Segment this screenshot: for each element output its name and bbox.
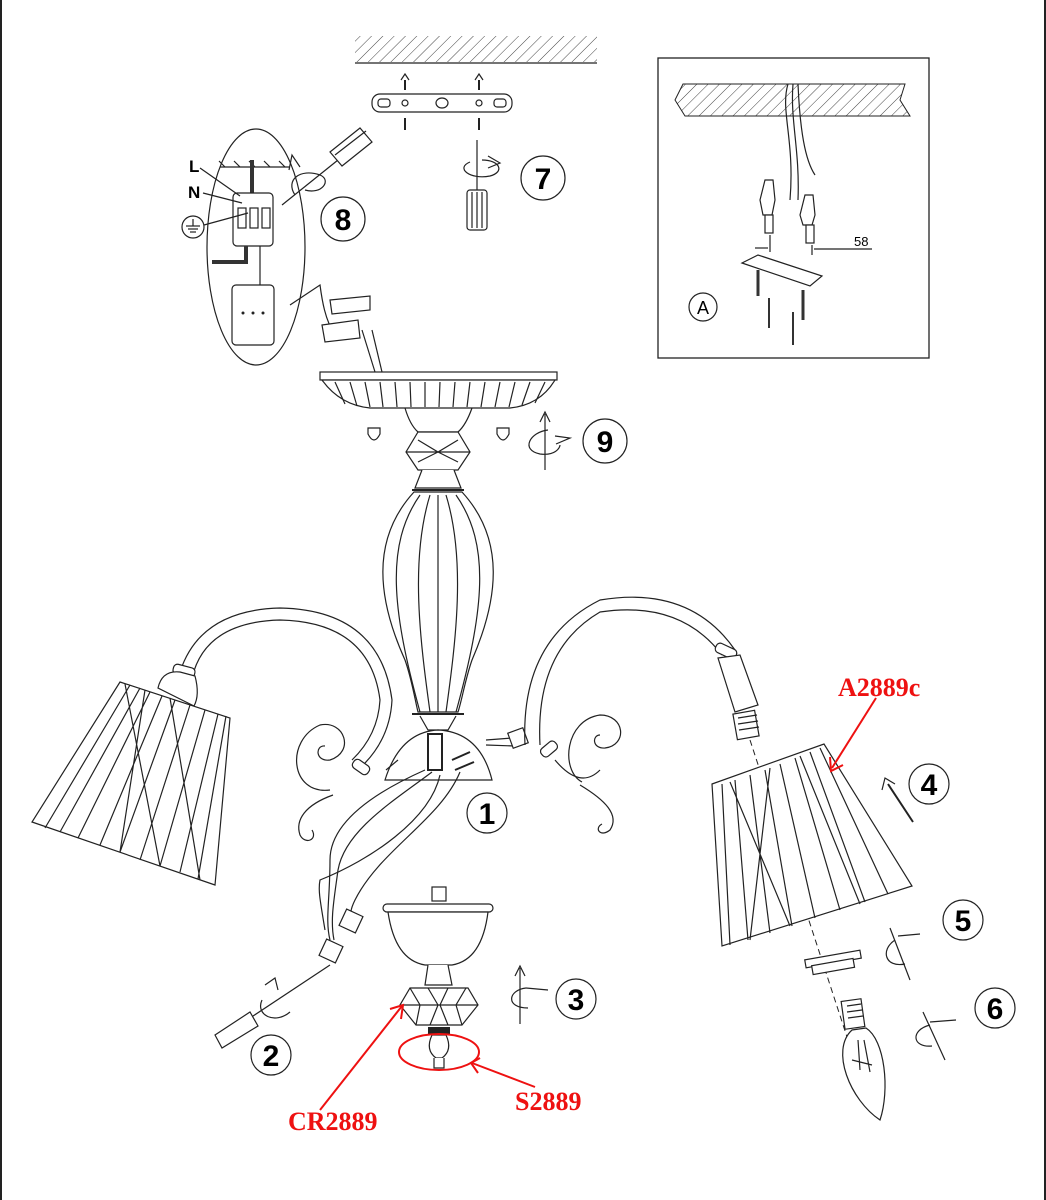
svg-text:9: 9 (597, 426, 614, 459)
rotate-arrow-icon (528, 410, 573, 470)
part-callout-crystal: CR2889 (288, 1003, 405, 1136)
svg-text:8: 8 (335, 204, 352, 237)
neutral-wire-label: N (188, 183, 200, 202)
candle-bulb (840, 998, 886, 1121)
part-label-crystal: CR2889 (288, 1107, 378, 1136)
crystal-collar (405, 431, 471, 471)
lamp-shade-right (711, 743, 913, 947)
mounting-plate (740, 254, 824, 287)
shade-ring (804, 949, 862, 976)
step-marker-7: 7 (520, 155, 566, 201)
live-wire-label: L (189, 157, 199, 176)
central-column (382, 491, 494, 731)
junction-box (231, 284, 275, 346)
screwdriver-icon (466, 140, 488, 231)
rotate-arrow-icon (259, 977, 291, 1019)
mounting-bar (371, 93, 513, 113)
terminal-block (232, 192, 274, 247)
screwdriver-icon (214, 964, 331, 1049)
lamp-shade-left (31, 671, 231, 886)
screw-icon (400, 72, 484, 90)
central-hub (384, 726, 530, 781)
svg-text:2: 2 (263, 1040, 280, 1073)
wall-plug-icon (759, 179, 816, 244)
right-arm (524, 596, 849, 1041)
rotate-arrow-icon (885, 927, 921, 981)
canopy-nut (367, 427, 381, 441)
wire-connector (318, 908, 364, 964)
step-marker-5: 5 (942, 899, 984, 941)
finial (428, 1027, 450, 1069)
step-marker-8: 8 (320, 196, 366, 242)
up-arrow-icon (881, 777, 914, 823)
svg-text:6: 6 (987, 993, 1004, 1026)
detail-letter-marker: A (688, 292, 718, 322)
ceiling-hatch (355, 36, 597, 62)
detail-a-panel: 58 A (657, 57, 930, 359)
svg-text:5: 5 (955, 905, 972, 938)
rotate-arrow-icon (915, 1011, 957, 1061)
part-callout-shade: A2889c (829, 673, 920, 773)
step-marker-4: 4 (908, 763, 950, 805)
svg-text:4: 4 (921, 769, 938, 802)
crystal-ball (399, 987, 479, 1026)
part-callout-finial: S2889 (398, 1033, 581, 1116)
screwdriver-icon (281, 127, 373, 206)
svg-text:A: A (697, 298, 709, 318)
bottom-cup (382, 886, 494, 986)
ground-symbol-icon (181, 212, 249, 239)
rotate-arrow-icon (463, 155, 502, 178)
step-marker-6: 6 (974, 987, 1016, 1029)
step-marker-3: 3 (555, 978, 597, 1020)
part-label-shade: A2889c (838, 673, 920, 702)
wiring-detail: L N (181, 127, 373, 366)
canopy (319, 329, 558, 491)
step-marker-1: 1 (466, 792, 508, 834)
dimension-label: 58 (854, 234, 868, 249)
svg-text:3: 3 (568, 984, 585, 1017)
rotate-arrow-icon (288, 153, 326, 196)
canopy-nut (496, 427, 510, 441)
step-marker-2: 2 (250, 1034, 292, 1076)
svg-text:1: 1 (479, 798, 496, 831)
step-marker-9: 9 (582, 418, 628, 464)
svg-text:7: 7 (535, 163, 552, 196)
part-label-finial: S2889 (515, 1087, 581, 1116)
ceiling-mount-bracket (355, 36, 597, 231)
bulb-socket (717, 654, 759, 713)
rotate-arrow-icon (511, 964, 549, 1024)
